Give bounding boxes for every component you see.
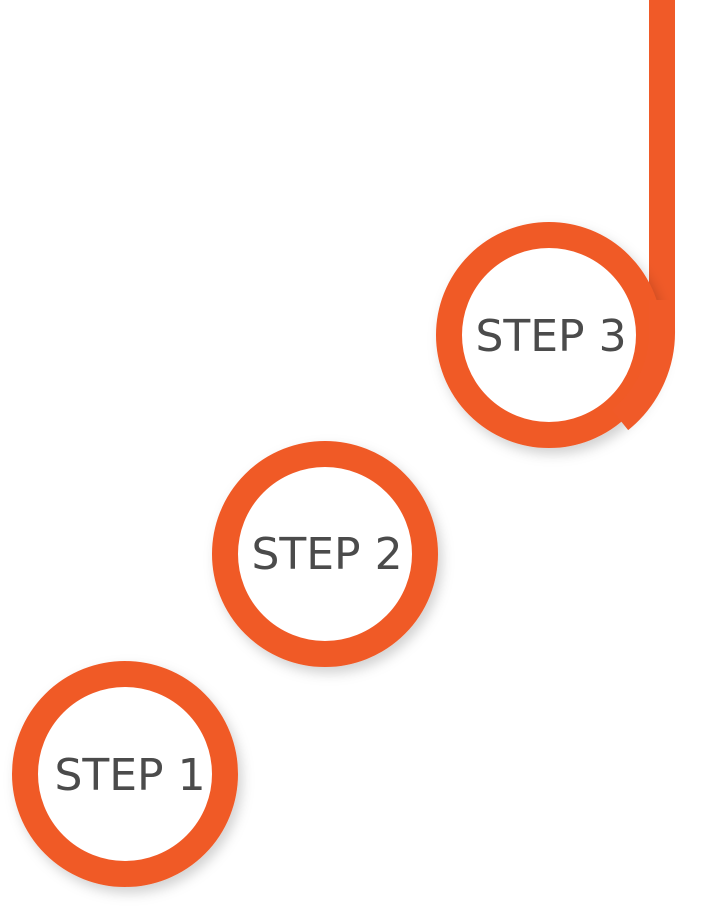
step-circle-2 (212, 441, 438, 667)
step-circle-1 (12, 661, 238, 887)
step-3-label: STEP 3 (475, 311, 627, 362)
step-2-label: STEP 2 (251, 529, 403, 580)
vertical-line-join (611, 300, 675, 431)
step-1-label: STEP 1 (54, 750, 206, 801)
